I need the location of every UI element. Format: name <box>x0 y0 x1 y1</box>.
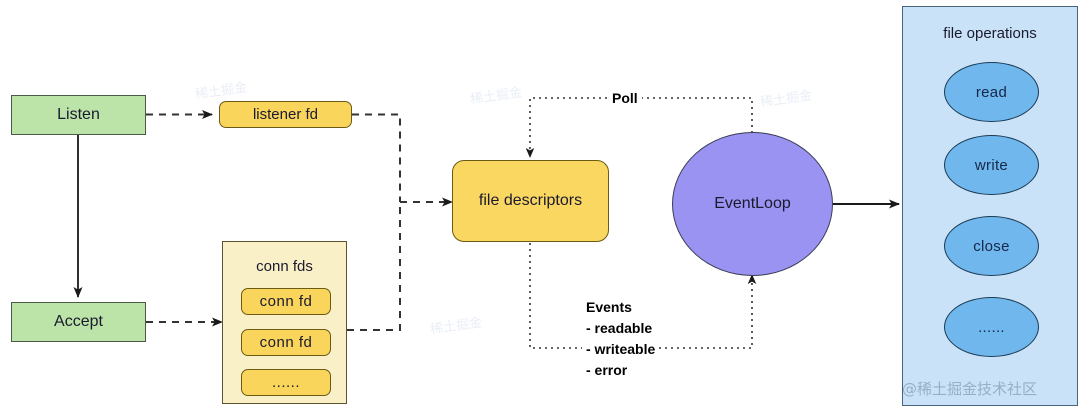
edge-conn-fds-to-file-descriptors <box>347 202 401 331</box>
node-event-loop[interactable]: EventLoop <box>672 132 833 276</box>
file-operation-close[interactable]: close <box>944 216 1039 276</box>
conn-fd-item[interactable]: conn fd <box>241 329 331 356</box>
events-item-writeable: - writeable <box>586 341 656 357</box>
edge-listener-fd-to-file-descriptors <box>352 113 401 202</box>
conn-fd-item-label: conn fd <box>259 293 313 310</box>
conn-fd-item-label: ...... <box>271 374 300 391</box>
edge-label-events: Events - readable - writeable - error <box>582 296 660 382</box>
node-listener-fd-label: listener fd <box>252 106 319 123</box>
events-item-readable: - readable <box>586 320 653 336</box>
node-conn-fds-title: conn fds <box>256 258 313 275</box>
edge-label-poll: Poll <box>608 90 642 106</box>
node-file-descriptors[interactable]: file descriptors <box>452 160 609 242</box>
node-listen[interactable]: Listen <box>11 95 146 135</box>
node-file-operations-title: file operations <box>943 25 1037 42</box>
conn-fd-item-label: conn fd <box>259 334 313 351</box>
node-accept-label: Accept <box>54 313 103 330</box>
node-file-operations: file operations read write close ...... <box>902 6 1078 406</box>
file-operation-read[interactable]: read <box>944 62 1039 122</box>
node-conn-fds: conn fds conn fd conn fd ...... <box>222 241 347 404</box>
conn-fd-item[interactable]: conn fd <box>241 288 331 315</box>
file-operation-close-label: close <box>973 237 1010 255</box>
node-listen-label: Listen <box>57 106 100 123</box>
events-title: Events <box>586 299 632 315</box>
file-operation-more[interactable]: ...... <box>944 297 1039 357</box>
node-event-loop-label: EventLoop <box>714 195 791 212</box>
node-file-descriptors-label: file descriptors <box>478 192 583 209</box>
events-item-error: - error <box>586 362 628 378</box>
file-operation-write-label: write <box>974 156 1009 174</box>
node-listener-fd[interactable]: listener fd <box>219 101 352 128</box>
file-operation-write[interactable]: write <box>944 135 1039 195</box>
file-operation-read-label: read <box>975 83 1008 101</box>
node-accept[interactable]: Accept <box>11 302 146 342</box>
site-watermark: @稀土掘金技术社区 <box>902 380 1038 398</box>
file-operation-more-label: ...... <box>978 318 1005 336</box>
conn-fd-item[interactable]: ...... <box>241 369 331 396</box>
